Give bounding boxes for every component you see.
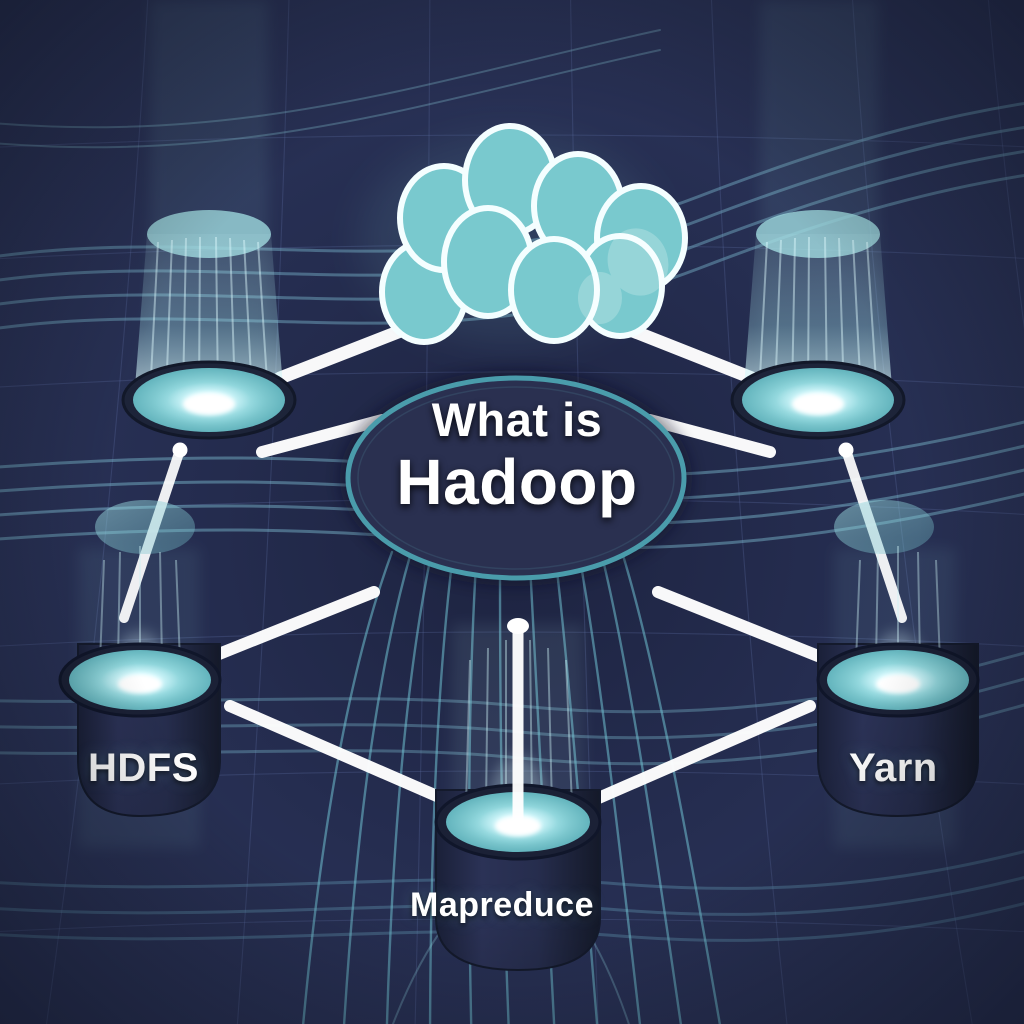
cloud-cluster[interactable] [360,123,688,345]
center-node[interactable] [340,370,692,586]
